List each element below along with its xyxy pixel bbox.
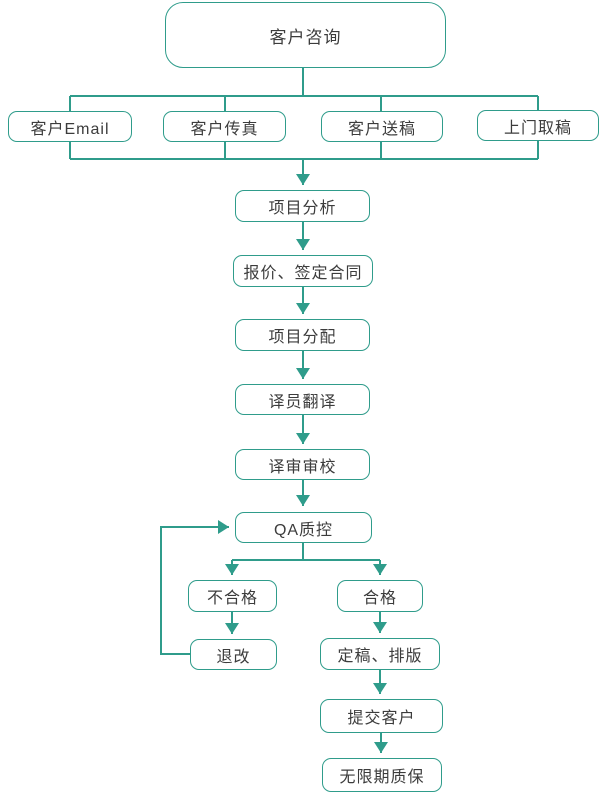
node-submit-to-customer: 提交客户 xyxy=(320,699,443,733)
node-qa-quality-control: QA质控 xyxy=(235,512,372,543)
node-unqualified: 不合格 xyxy=(188,580,277,612)
node-quote-sign-contract: 报价、签定合同 xyxy=(233,255,373,287)
node-unlimited-warranty: 无限期质保 xyxy=(322,758,442,792)
node-customer-consultation: 客户咨询 xyxy=(165,2,446,68)
node-return-revise: 退改 xyxy=(190,639,277,670)
node-finalize-typeset: 定稿、排版 xyxy=(320,638,440,670)
node-customer-delivery: 客户送稿 xyxy=(321,111,443,142)
node-project-analysis: 项目分析 xyxy=(235,190,370,222)
node-qualified: 合格 xyxy=(337,580,423,612)
node-reviewer-proofread: 译审审校 xyxy=(235,449,370,480)
node-customer-email: 客户Email xyxy=(8,111,132,142)
node-translator-translate: 译员翻译 xyxy=(235,384,370,415)
node-customer-fax: 客户传真 xyxy=(163,111,286,142)
node-door-pickup: 上门取稿 xyxy=(477,110,599,141)
edge-revise-qa-loop xyxy=(160,520,229,655)
node-project-allocation: 项目分配 xyxy=(235,319,370,351)
edge-qa-split xyxy=(232,543,380,561)
